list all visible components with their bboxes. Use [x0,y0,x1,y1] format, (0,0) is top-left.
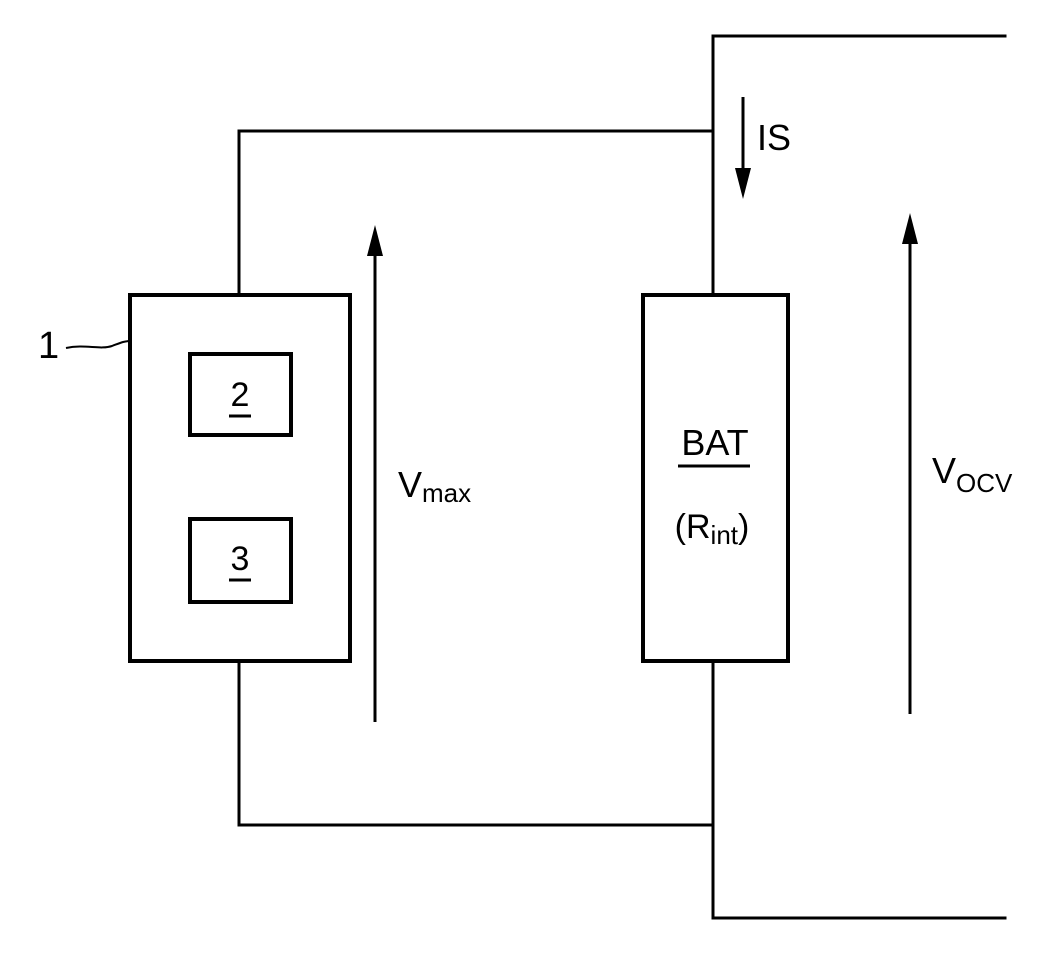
current-label: IS [757,117,791,158]
right-upper-terminal-wire [713,36,1005,295]
device-block: 1 2 3 [38,295,350,661]
vmax-arrow [367,225,383,722]
battery-block: BAT (Rint) [643,295,788,661]
right-lower-terminal-wire [713,662,1005,918]
device-reference-leader [66,341,130,348]
vocv-arrow [902,213,918,714]
device-outline [130,295,350,661]
vocv-arrow-head [902,213,918,244]
component-2-label: 2 [231,376,250,414]
vocv-label: VOCV [932,450,1013,498]
battery-label: BAT [681,422,748,463]
current-arrow-head [735,168,751,199]
component-3-label: 3 [231,540,250,578]
device-reference-label: 1 [38,325,59,367]
vmax-arrow-head [367,225,383,256]
current-arrow [735,97,751,199]
vmax-label: Vmax [398,464,471,508]
circuit-wires [239,36,1005,918]
battery-outline [643,295,788,661]
top-wire [239,131,713,295]
bottom-wire [239,662,713,825]
